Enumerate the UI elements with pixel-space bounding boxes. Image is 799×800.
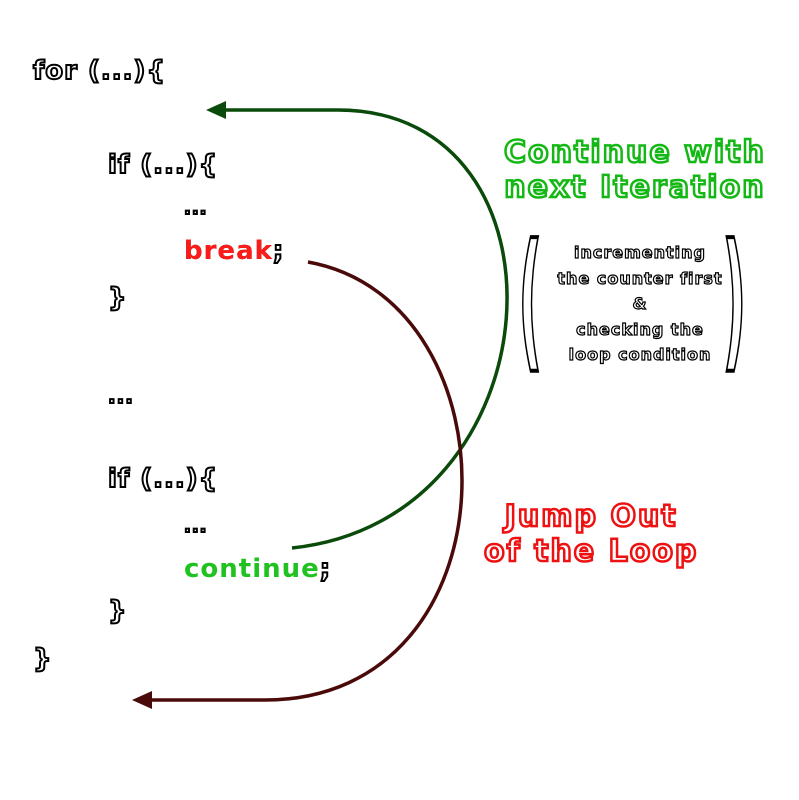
break-statement: break;: [183, 236, 285, 266]
continue-note-line-5: loop condition: [568, 345, 712, 365]
continue-statement: continue;: [183, 554, 332, 584]
break-keyword: break: [183, 236, 273, 266]
continue-label: Continue with next Iteration: [503, 134, 766, 205]
continue-arrow: [222, 108, 509, 550]
middle-ellipsis: ...: [107, 384, 134, 408]
close-if-1: }: [107, 283, 128, 313]
continue-arrowhead: [206, 101, 226, 119]
continue-note-line-4: checking the: [576, 319, 704, 339]
close-for: }: [32, 644, 53, 674]
ellipsis-line-1: ...: [183, 198, 208, 219]
continue-note-line-2: the counter first: [557, 268, 723, 288]
continue-semicolon: ;: [319, 554, 332, 584]
if-line-2: if (...){: [107, 464, 219, 494]
break-label-line-1: Jump Out: [503, 498, 678, 534]
continue-label-line-1: Continue with: [503, 134, 766, 170]
for-line: for (...){: [32, 56, 166, 86]
ellipsis-line-2: ...: [183, 516, 208, 537]
continue-note: incrementing the counter first & checkin…: [548, 240, 732, 368]
break-arrowhead: [132, 691, 152, 709]
continue-label-line-2: next Iteration: [503, 169, 766, 205]
break-semicolon: ;: [272, 236, 285, 266]
left-paren: (: [518, 213, 543, 387]
break-label-line-2: of the Loop: [483, 533, 699, 569]
close-if-2: }: [107, 596, 128, 626]
continue-note-line-1: incrementing: [573, 242, 706, 262]
break-arrow: [148, 260, 464, 702]
right-paren: ): [722, 213, 747, 387]
break-label: Jump Out of the Loop: [483, 498, 699, 569]
continue-note-line-3: &: [632, 294, 648, 314]
if-line-1: if (...){: [107, 150, 219, 180]
continue-keyword: continue: [183, 554, 320, 584]
